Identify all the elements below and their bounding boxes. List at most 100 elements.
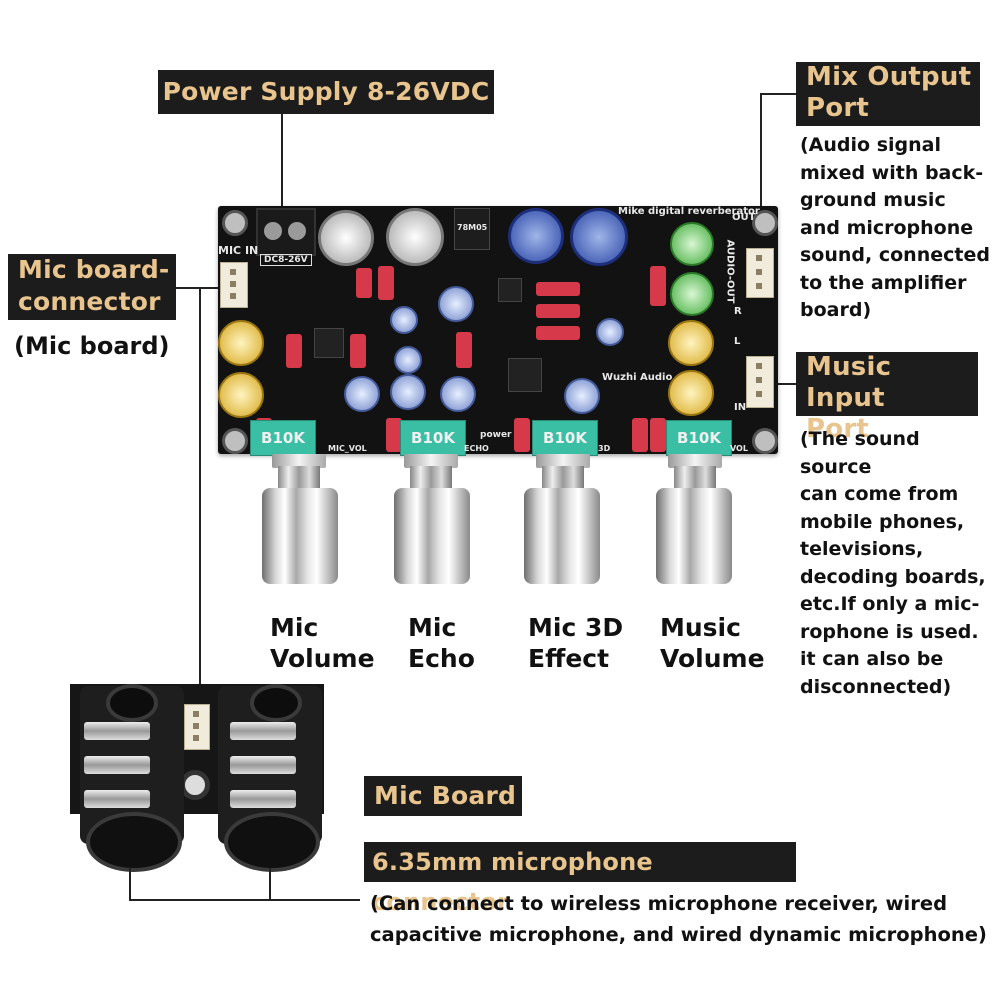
mic-volume-knob[interactable] xyxy=(262,488,338,584)
film-capacitor xyxy=(350,334,366,368)
power-terminal-block xyxy=(256,208,316,256)
mic-in-silkscreen: MIC IN xyxy=(218,244,259,257)
mix-output-desc-line: to the amplifier xyxy=(800,271,967,294)
pin xyxy=(230,293,236,299)
knob-label-music-volume: Music Volume xyxy=(660,612,765,674)
film-capacitor xyxy=(650,418,666,452)
regulator-label: 78M05 xyxy=(457,223,488,232)
knob-label-line: Music xyxy=(660,613,741,642)
knob-label-line: Echo xyxy=(408,644,475,673)
pot-nut xyxy=(404,454,458,468)
jack-top-ring xyxy=(250,684,302,722)
pin xyxy=(230,269,236,275)
knob-label-mic-volume: Mic Volume xyxy=(270,612,375,674)
capacitor-small xyxy=(438,286,474,322)
music-input-description: (The sound source can come from mobile p… xyxy=(800,426,995,701)
knob-label-line: Mic 3D xyxy=(528,613,624,642)
capacitor-yellow xyxy=(218,372,264,418)
power-supply-leader xyxy=(281,114,283,226)
pin xyxy=(756,255,762,261)
mic-jack-description: (Can connect to wireless microphone rece… xyxy=(370,888,990,950)
capacitor-green xyxy=(670,272,714,316)
power-supply-label: Power Supply 8-26VDC xyxy=(158,70,494,114)
music-input-line1: Music Input xyxy=(806,352,892,413)
mix-output-desc-line: sound, connected xyxy=(800,244,990,266)
film-capacitor xyxy=(456,332,472,368)
film-capacitor xyxy=(356,268,372,298)
mic-board-connector-sub: (Mic board) xyxy=(14,332,170,360)
jack-lug xyxy=(230,722,296,740)
film-capacitor xyxy=(286,334,302,368)
mic-echo-knob[interactable] xyxy=(394,488,470,584)
mic-jack-leader-left xyxy=(129,868,131,900)
mount-hole-icon xyxy=(752,428,778,454)
music-input-desc-line: it can also be xyxy=(800,648,944,670)
audio-out-silkscreen: AUDIO-OUT xyxy=(724,239,736,304)
film-capacitor xyxy=(378,266,394,300)
mic-jack-label: 6.35mm microphone connector xyxy=(364,842,796,916)
music-input-desc-line: disconnected) xyxy=(800,675,952,698)
jack-lug xyxy=(84,722,150,740)
knob-label-line: Volume xyxy=(270,644,375,673)
l-silkscreen: L xyxy=(734,336,741,347)
jack-lug xyxy=(84,790,150,808)
mic-in-connector[interactable] xyxy=(220,262,248,308)
mic-board-connector[interactable] xyxy=(184,704,210,750)
mic-jack-leader-right xyxy=(269,868,271,900)
capacitor-blue xyxy=(570,208,628,266)
mic-jack-leader-h xyxy=(129,899,360,901)
mount-hole-icon xyxy=(222,210,248,236)
capacitor-yellow xyxy=(218,320,264,366)
mix-output-line2: Port xyxy=(806,93,869,123)
film-capacitor xyxy=(632,418,648,452)
capacitor-small xyxy=(440,376,476,412)
music-in-connector[interactable] xyxy=(746,356,774,408)
mic-3d-knob[interactable] xyxy=(524,488,600,584)
mix-output-leader-v xyxy=(760,93,762,261)
mic-connector-line1: Mic board- xyxy=(18,255,170,284)
pin xyxy=(756,269,762,275)
in-silkscreen: IN xyxy=(734,402,747,413)
pot-label-3d: 3D xyxy=(598,444,611,453)
mix-output-desc-line: (Audio signal xyxy=(800,134,941,156)
music-input-desc-line: decoding boards, xyxy=(800,565,986,588)
potentiometer-music-volume: B10K xyxy=(666,420,732,456)
pot-label-echo: ECHO xyxy=(464,444,489,453)
knob-label-line: Effect xyxy=(528,644,610,673)
music-input-desc-line: televisions, xyxy=(800,538,924,560)
mix-output-leader-h xyxy=(760,93,796,95)
pot-nut xyxy=(668,454,722,468)
terminal-screw-icon xyxy=(264,222,282,240)
mic-connector-leader-v xyxy=(199,287,201,697)
capacitor-small xyxy=(394,346,422,374)
capacitor-yellow xyxy=(668,320,714,366)
music-input-port-label: Music Input Port xyxy=(796,352,978,444)
mix-output-line1: Mix Output xyxy=(806,62,972,92)
pin xyxy=(230,281,236,287)
jack-lug xyxy=(230,756,296,774)
audio-out-connector[interactable] xyxy=(746,248,774,298)
mix-output-description: (Audio signal mixed with back- ground mu… xyxy=(800,132,995,325)
mic-board-label: Mic Board xyxy=(364,776,522,816)
ic-chip xyxy=(498,278,522,302)
mix-output-port-label: Mix Output Port xyxy=(796,62,980,126)
mic-board-connector-label: Mic board- connector xyxy=(8,254,176,320)
pin xyxy=(193,735,199,741)
film-capacitor xyxy=(536,282,580,296)
capacitor-yellow xyxy=(668,370,714,416)
music-input-desc-line: mobile phones, xyxy=(800,510,965,533)
jack-top-ring xyxy=(106,684,158,722)
ic-chip xyxy=(508,358,542,392)
film-capacitor xyxy=(514,418,530,452)
film-capacitor xyxy=(386,418,402,452)
mic-jack-socket[interactable] xyxy=(86,812,182,872)
music-input-desc-line: (The sound source xyxy=(800,428,920,478)
out-silkscreen: OUT xyxy=(732,212,756,223)
capacitor-green xyxy=(670,222,714,266)
dc-voltage-silkscreen: DC8-26V xyxy=(260,254,312,266)
knob-label-line: Volume xyxy=(660,644,765,673)
capacitor-silver xyxy=(318,210,374,266)
music-volume-knob[interactable] xyxy=(656,488,732,584)
mic-jack-socket[interactable] xyxy=(224,812,320,872)
pot-label-vol: VOL xyxy=(730,444,748,453)
